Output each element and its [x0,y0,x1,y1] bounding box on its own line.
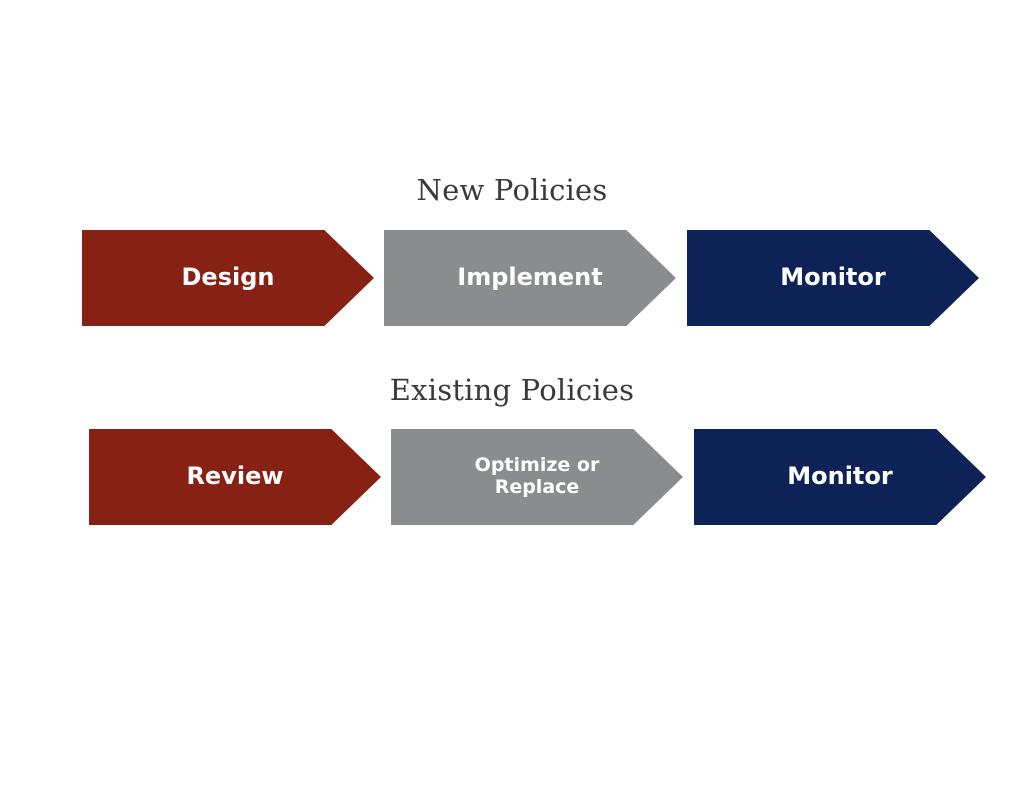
step-design: Design [82,230,374,326]
step-design-label: Design [181,263,275,292]
step-monitor-new: Monitor [687,230,979,326]
existing-policies-title: Existing Policies [389,373,635,407]
step-review: Review [89,429,381,525]
step-monitor-new-label: Monitor [780,263,886,292]
step-optimize-or-replace: Optimize or Replace [391,429,683,525]
step-optimize-or-replace-label: Optimize or Replace [474,454,600,498]
step-implement-label: Implement [457,263,603,292]
step-monitor-existing: Monitor [694,429,986,525]
step-review-label: Review [186,462,284,491]
step-monitor-existing-label: Monitor [787,462,893,491]
step-implement: Implement [384,230,676,326]
new-policies-title: New Policies [416,173,608,207]
